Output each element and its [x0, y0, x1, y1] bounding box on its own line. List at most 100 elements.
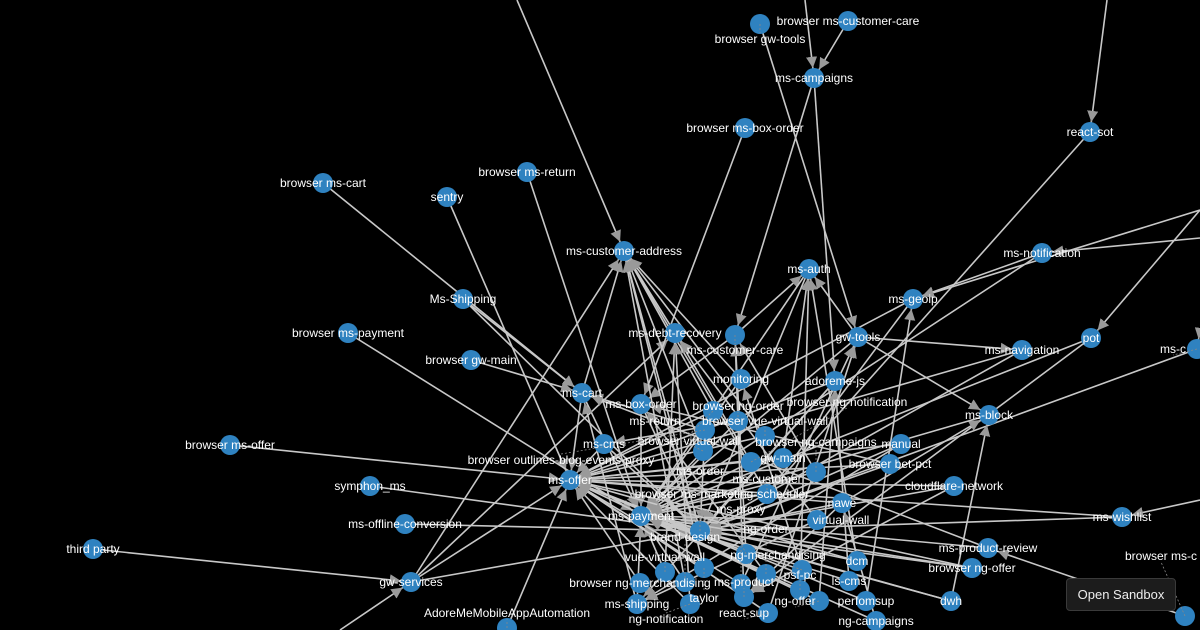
graph-node[interactable]: [1187, 339, 1200, 359]
graph-node[interactable]: [614, 241, 634, 261]
graph-edge: [526, 171, 642, 517]
graph-edge: [569, 474, 955, 487]
graph-node[interactable]: [978, 538, 998, 558]
graph-node[interactable]: [979, 405, 999, 425]
node-label: ms-order: [676, 464, 724, 478]
graph-node[interactable]: [848, 327, 868, 347]
graph-node[interactable]: [856, 591, 876, 611]
node-label: gw-main: [760, 451, 805, 465]
graph-node[interactable]: [572, 383, 592, 403]
graph-node[interactable]: [944, 476, 964, 496]
graph-node[interactable]: [627, 594, 647, 614]
label-leaders: [506, 24, 1198, 628]
graph-node[interactable]: [453, 289, 473, 309]
graph-node[interactable]: [1112, 507, 1132, 527]
node-label: taylor: [689, 591, 718, 605]
label-leader: [560, 429, 706, 455]
graph-node[interactable]: [594, 434, 614, 454]
node-label: perfomsup: [838, 594, 895, 608]
graph-node[interactable]: [773, 448, 793, 468]
graph-node[interactable]: [847, 551, 867, 571]
node-label: browser ng-order: [692, 399, 783, 413]
graph-node[interactable]: [731, 369, 751, 389]
node-label: browser ms-c: [1125, 549, 1197, 563]
node-label: ms-payment: [608, 509, 675, 523]
graph-node[interactable]: [401, 572, 421, 592]
graph-edge: [569, 443, 902, 484]
graph-node[interactable]: [962, 558, 982, 578]
graph-node[interactable]: [903, 289, 923, 309]
graph-edge: [229, 444, 571, 484]
node-label: cloudflare-network: [905, 479, 1004, 493]
graph-node[interactable]: [866, 611, 886, 630]
graph-node[interactable]: [560, 470, 580, 490]
graph-edge: [569, 410, 714, 481]
graph-edge: [410, 250, 625, 583]
graph-edge: [569, 463, 891, 485]
label-leader: [794, 600, 820, 608]
open-sandbox-button[interactable]: Open Sandbox: [1066, 578, 1176, 611]
node-label: ms-navigation: [985, 343, 1060, 357]
graph-edge: [799, 268, 815, 591]
graph-node[interactable]: [313, 173, 333, 193]
node-label: browser ms-offer: [185, 438, 275, 452]
node-label: ms-block: [965, 408, 1014, 422]
node-label: ms-offer: [548, 473, 592, 487]
graph-node[interactable]: [631, 394, 651, 414]
graph-node[interactable]: [497, 618, 517, 630]
node-label: brand-design: [650, 530, 720, 544]
node-label: Ms-Shipping: [430, 292, 497, 306]
graph-node[interactable]: [1012, 340, 1032, 360]
node-label: nawe: [828, 496, 857, 510]
graph-node[interactable]: [1081, 328, 1101, 348]
graph-node[interactable]: [1032, 243, 1052, 263]
graph-edge: [623, 250, 742, 380]
graph-node[interactable]: [1080, 122, 1100, 142]
graph-node[interactable]: [838, 11, 858, 31]
graph-edge: [640, 127, 746, 405]
node-label: ms-offline-conversion: [348, 517, 462, 531]
node-label: ng-campaigns: [838, 614, 913, 628]
graph-node[interactable]: [839, 571, 859, 591]
label-leader: [1172, 348, 1198, 356]
graph-node[interactable]: [735, 118, 755, 138]
node-label: browser ng-notification: [787, 395, 908, 409]
graph-node[interactable]: [630, 573, 650, 593]
graph-edge: [1087, 0, 1108, 133]
graph-edge: [912, 252, 1043, 300]
graph-edge: [623, 250, 704, 452]
node-label: ng-offer: [774, 594, 815, 608]
graph-edge: [699, 485, 955, 533]
graph-node[interactable]: [941, 591, 961, 611]
graph-node[interactable]: [832, 493, 852, 513]
graph-node[interactable]: [461, 350, 481, 370]
graph-node[interactable]: [665, 323, 685, 343]
graph-edge: [506, 479, 571, 629]
node-label: browser ms-return: [478, 165, 575, 179]
graph-edge: [640, 334, 736, 405]
node-label: ms-cms: [583, 437, 625, 451]
graph-node[interactable]: [799, 259, 819, 279]
node-label: psf-pc: [784, 568, 817, 582]
graph-node[interactable]: [437, 187, 457, 207]
graph-node[interactable]: [360, 476, 380, 496]
graph-edge: [950, 414, 991, 602]
graph-node[interactable]: [338, 323, 358, 343]
graph-node[interactable]: [804, 68, 824, 88]
node-label: ms-return: [629, 414, 680, 428]
node-label: browser ms-payment: [292, 326, 405, 340]
graph-node[interactable]: [825, 371, 845, 391]
graph-node[interactable]: [83, 539, 103, 559]
label-leader: [816, 519, 842, 527]
graph-node[interactable]: [891, 434, 911, 454]
graph-node[interactable]: [880, 454, 900, 474]
node-label: gw-services: [379, 575, 442, 589]
graph-node[interactable]: [631, 506, 651, 526]
node-label: browser virtual-wall: [638, 434, 741, 448]
graph-node[interactable]: [220, 435, 240, 455]
graph-node[interactable]: [395, 514, 415, 534]
graph-node[interactable]: [517, 162, 537, 182]
graph-edge: [640, 336, 859, 517]
